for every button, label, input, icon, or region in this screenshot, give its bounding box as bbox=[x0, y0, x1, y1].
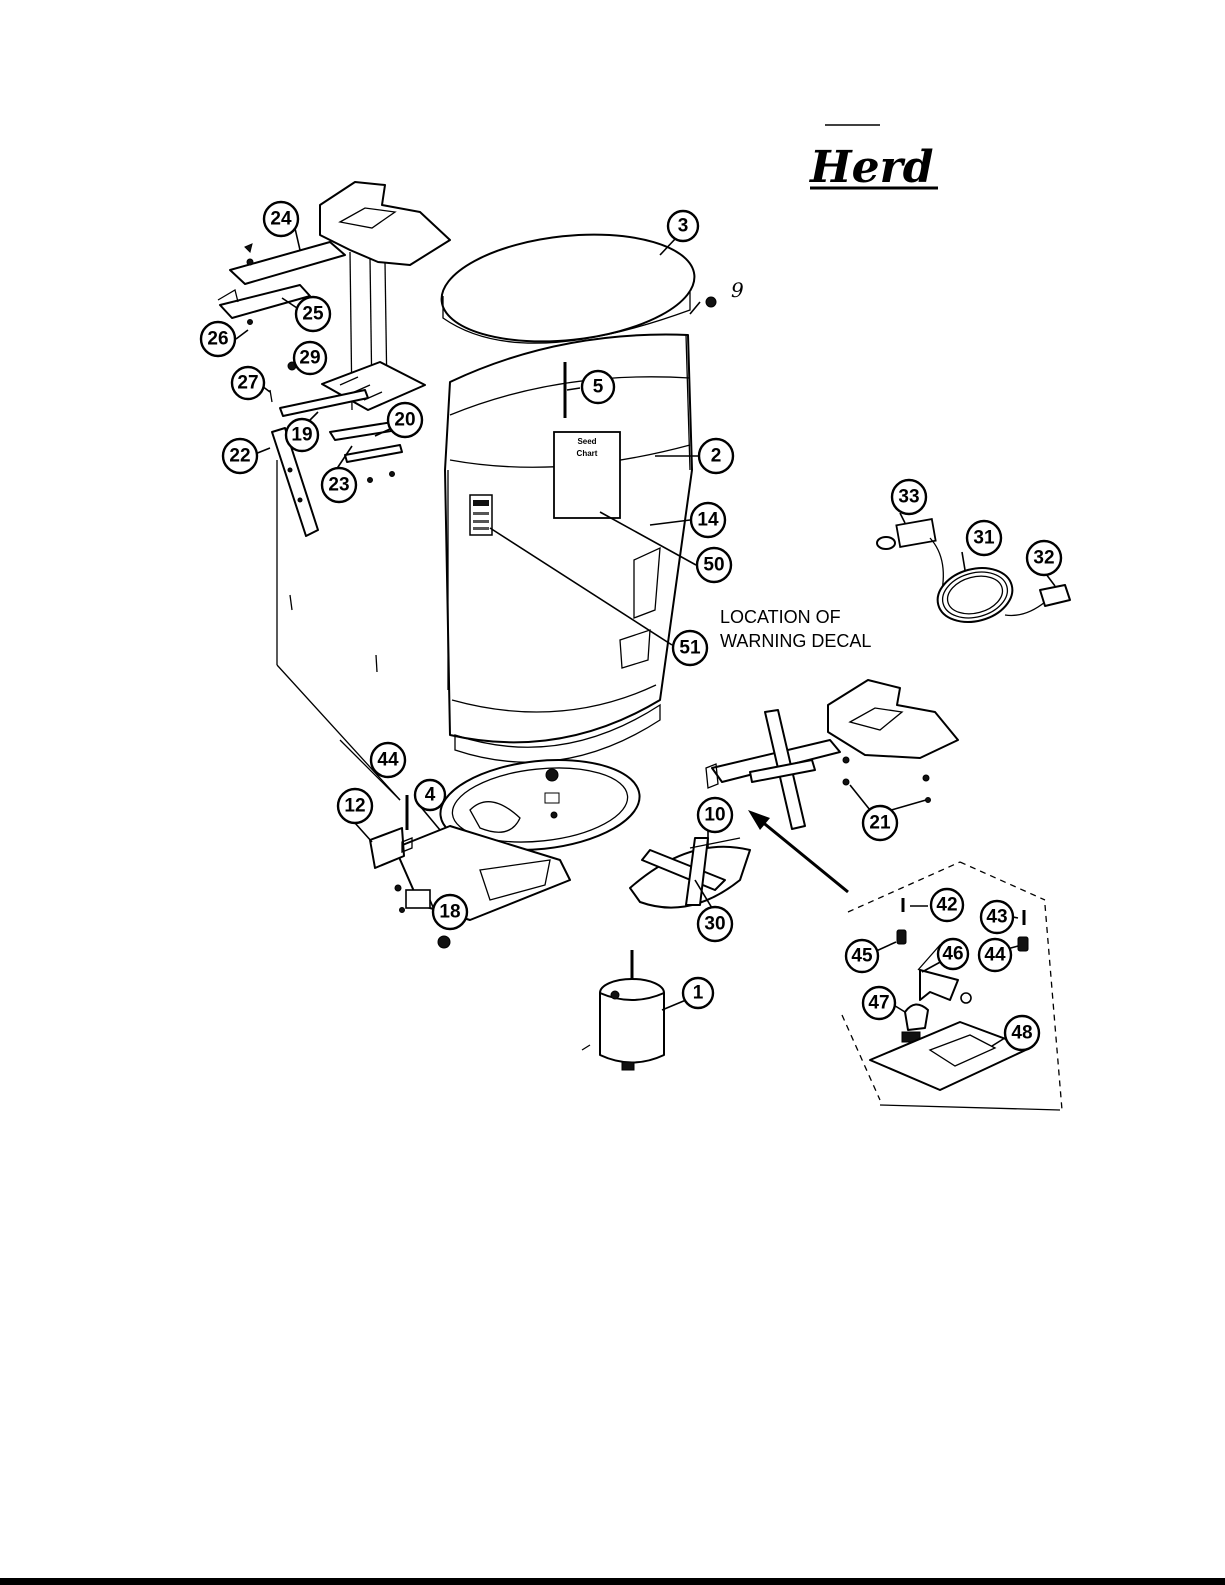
callout-50: 50 bbox=[697, 548, 731, 582]
svg-text:24: 24 bbox=[270, 209, 292, 230]
svg-text:46: 46 bbox=[942, 944, 963, 965]
callout-18: 18 bbox=[433, 895, 467, 929]
base-housing bbox=[370, 751, 644, 948]
callout-29: 29 bbox=[294, 342, 326, 374]
svg-text:1: 1 bbox=[693, 983, 704, 1004]
seed-chart-label: Seed Chart bbox=[554, 432, 620, 518]
svg-text:27: 27 bbox=[237, 373, 258, 394]
svg-text:47: 47 bbox=[868, 993, 889, 1014]
callout-44-right: 44 bbox=[979, 939, 1011, 971]
svg-text:48: 48 bbox=[1011, 1023, 1032, 1044]
callout-33: 33 bbox=[892, 480, 926, 514]
callout-27: 27 bbox=[232, 367, 264, 399]
callout-22: 22 bbox=[223, 439, 257, 473]
svg-text:4: 4 bbox=[425, 785, 436, 806]
callout-32: 32 bbox=[1027, 541, 1061, 575]
callout-25: 25 bbox=[296, 297, 330, 331]
svg-text:30: 30 bbox=[704, 914, 725, 935]
svg-text:44: 44 bbox=[377, 750, 399, 771]
callout-43: 43 bbox=[981, 901, 1013, 933]
brand-logo: Herd bbox=[808, 125, 938, 193]
svg-text:50: 50 bbox=[703, 555, 724, 576]
caption-line2: WARNING DECAL bbox=[720, 631, 871, 651]
warning-decal bbox=[470, 495, 492, 535]
motor bbox=[582, 950, 664, 1070]
callout-44-left: 44 bbox=[371, 743, 405, 777]
svg-text:18: 18 bbox=[439, 902, 460, 923]
svg-text:25: 25 bbox=[302, 304, 324, 325]
seed-chart-title-line1: Seed bbox=[577, 437, 596, 446]
right-handle-assembly bbox=[706, 680, 958, 829]
caption-line1: LOCATION OF bbox=[720, 607, 841, 627]
callout-4: 4 bbox=[415, 780, 445, 810]
svg-text:21: 21 bbox=[869, 813, 891, 834]
callout-9: 9 bbox=[731, 278, 744, 302]
callout-23: 23 bbox=[322, 468, 356, 502]
svg-text:12: 12 bbox=[344, 796, 365, 817]
agitator bbox=[630, 838, 750, 908]
callout-31: 31 bbox=[967, 521, 1001, 555]
svg-text:26: 26 bbox=[207, 329, 228, 350]
svg-text:45: 45 bbox=[851, 946, 873, 967]
callout-5: 5 bbox=[582, 371, 614, 403]
svg-text:20: 20 bbox=[394, 410, 415, 431]
callout-46: 46 bbox=[938, 939, 968, 969]
svg-text:33: 33 bbox=[898, 487, 919, 508]
callout-21: 21 bbox=[863, 806, 897, 840]
svg-text:3: 3 bbox=[678, 216, 689, 237]
svg-text:42: 42 bbox=[936, 895, 957, 916]
svg-text:2: 2 bbox=[711, 446, 722, 467]
callout-42: 42 bbox=[931, 889, 963, 921]
bottom-rule bbox=[0, 1578, 1225, 1585]
svg-text:9: 9 bbox=[731, 278, 744, 302]
svg-text:10: 10 bbox=[704, 805, 725, 826]
svg-text:44: 44 bbox=[984, 945, 1006, 966]
seed-chart-title-line2: Chart bbox=[577, 449, 598, 458]
callout-51: 51 bbox=[673, 631, 707, 665]
svg-text:43: 43 bbox=[986, 907, 1007, 928]
callout-19: 19 bbox=[286, 419, 318, 451]
brand-text: Herd bbox=[808, 142, 934, 193]
callout-20: 20 bbox=[388, 403, 422, 437]
svg-text:29: 29 bbox=[299, 348, 320, 369]
callout-48: 48 bbox=[1005, 1016, 1039, 1050]
callout-30: 30 bbox=[698, 907, 732, 941]
svg-text:14: 14 bbox=[697, 510, 719, 531]
callout-2: 2 bbox=[699, 439, 733, 473]
callout-14: 14 bbox=[691, 503, 725, 537]
svg-text:19: 19 bbox=[291, 425, 312, 446]
callout-24: 24 bbox=[264, 202, 298, 236]
svg-text:22: 22 bbox=[229, 446, 250, 467]
svg-text:32: 32 bbox=[1033, 548, 1054, 569]
callout-47: 47 bbox=[863, 987, 895, 1019]
callout-12: 12 bbox=[338, 789, 372, 823]
callout-45: 45 bbox=[846, 940, 878, 972]
callout-10: 10 bbox=[698, 798, 732, 832]
svg-text:51: 51 bbox=[679, 638, 701, 659]
callout-3: 3 bbox=[668, 211, 698, 241]
svg-text:5: 5 bbox=[593, 377, 604, 398]
callout-1: 1 bbox=[683, 978, 713, 1008]
callout-26: 26 bbox=[201, 322, 235, 356]
svg-text:23: 23 bbox=[328, 475, 349, 496]
svg-text:31: 31 bbox=[973, 528, 995, 549]
warning-decal-caption: LOCATION OF WARNING DECAL bbox=[720, 607, 871, 651]
